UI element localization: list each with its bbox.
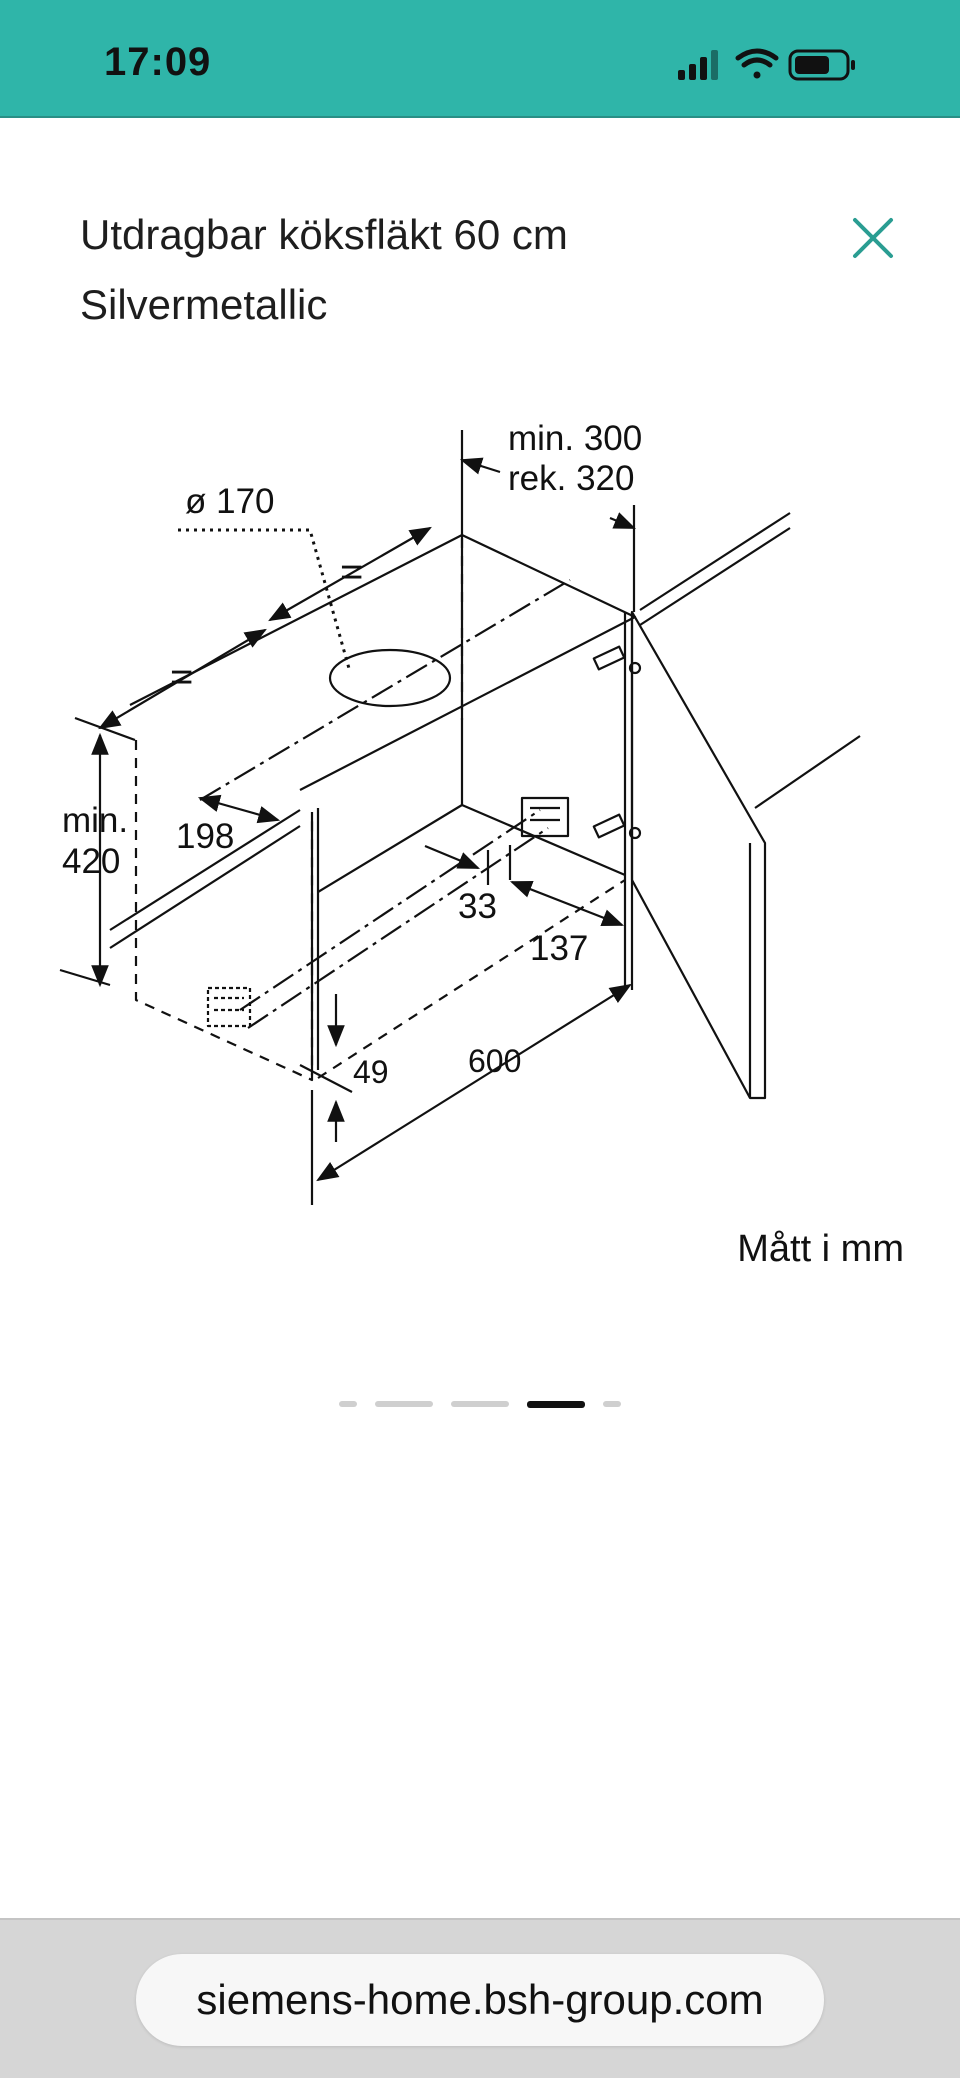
status-icons bbox=[678, 48, 855, 81]
pager-dot[interactable] bbox=[603, 1401, 621, 1407]
label-min: min. bbox=[62, 801, 128, 840]
bracket-back-icon bbox=[520, 796, 570, 838]
close-button[interactable] bbox=[845, 210, 901, 266]
label-rek-320: rek. 320 bbox=[508, 459, 634, 498]
close-icon bbox=[853, 218, 893, 258]
label-600: 600 bbox=[468, 1043, 521, 1079]
label-min-420: 420 bbox=[62, 842, 120, 881]
image-pager[interactable] bbox=[0, 1398, 960, 1410]
label-33: 33 bbox=[458, 887, 497, 926]
address-bar[interactable]: siemens-home.bsh-group.com bbox=[136, 1954, 824, 2046]
pager-dot[interactable] bbox=[375, 1401, 433, 1407]
bracket-front-icon bbox=[206, 986, 252, 1028]
browser-bottom-bar: siemens-home.bsh-group.com bbox=[0, 1918, 960, 2078]
label-equal-top: = bbox=[340, 550, 363, 594]
pager-dot-active[interactable] bbox=[527, 1400, 585, 1408]
installation-drawing: min. 300 rek. 320 ø 170 = = min. 420 198… bbox=[59, 419, 861, 1205]
label-198: 198 bbox=[176, 817, 234, 856]
cellular-signal-icon bbox=[678, 50, 718, 80]
status-time: 17:09 bbox=[104, 40, 212, 84]
battery-icon bbox=[788, 49, 855, 81]
pager-dot[interactable] bbox=[451, 1401, 509, 1407]
label-diameter: ø 170 bbox=[185, 482, 275, 521]
label-equal-left: = bbox=[170, 655, 193, 699]
page-title: Utdragbar köksfläkt 60 cm Silvermetallic bbox=[80, 211, 568, 328]
status-bar: 17:09 bbox=[0, 0, 960, 118]
label-min-300: min. 300 bbox=[508, 419, 642, 458]
label-49: 49 bbox=[353, 1054, 389, 1090]
wifi-icon bbox=[735, 48, 779, 79]
units-label: Mått i mm bbox=[737, 1228, 904, 1270]
pager-dot[interactable] bbox=[339, 1401, 357, 1407]
label-137: 137 bbox=[530, 929, 588, 968]
